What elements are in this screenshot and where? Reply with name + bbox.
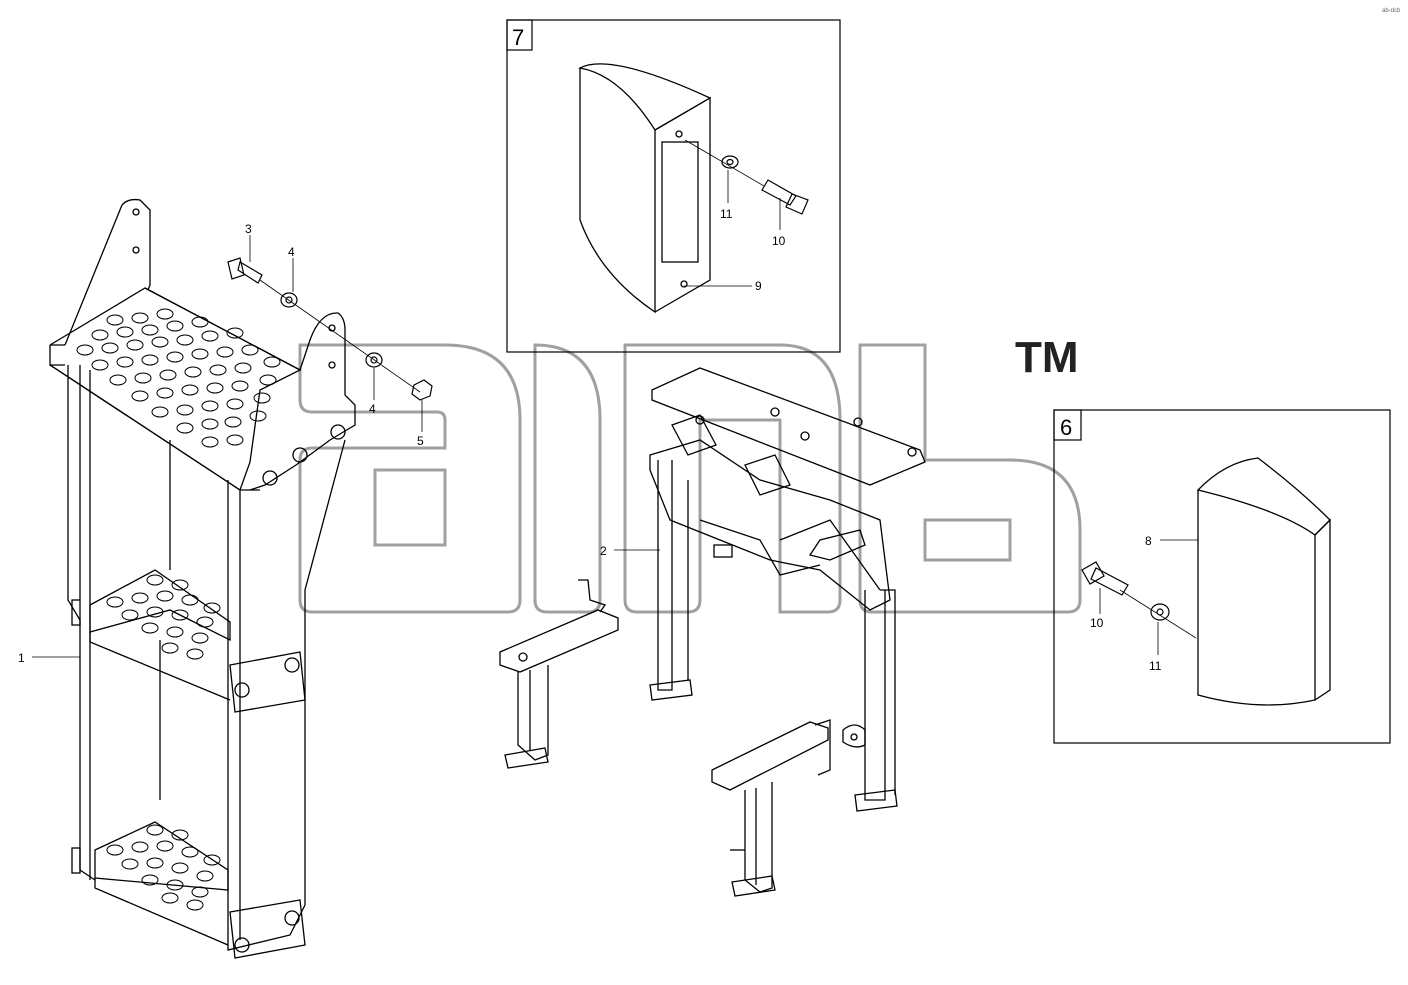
watermark-trademark: TM xyxy=(1015,333,1079,382)
nut-part-5 xyxy=(411,379,433,401)
bolt-part-10-b xyxy=(1081,561,1129,596)
washer-part-11-b xyxy=(1150,603,1170,621)
callout-10-box6: 10 xyxy=(1090,616,1104,630)
cover-shell-part-8 xyxy=(1196,457,1331,706)
callout-2: 2 xyxy=(600,544,607,558)
ladder-assembly-part-1 xyxy=(49,198,356,959)
callout-4-top: 4 xyxy=(288,245,295,259)
callout-box-6: 6 8 10 11 xyxy=(1053,409,1391,744)
watermark-logo xyxy=(298,343,1082,614)
callout-3: 3 xyxy=(245,222,252,236)
callout-11-top: 11 xyxy=(720,207,733,221)
callout-1: 1 xyxy=(18,651,25,665)
box-7-number: 7 xyxy=(512,25,524,50)
callout-9: 9 xyxy=(755,279,762,293)
callout-box-7: 7 11 10 9 xyxy=(506,19,841,353)
callout-4-bottom: 4 xyxy=(369,402,376,416)
step-bracket-right xyxy=(711,719,831,897)
frame-assembly-part-2 xyxy=(649,367,926,812)
step-bracket-left xyxy=(499,579,619,769)
callout-5: 5 xyxy=(417,434,424,448)
callout-8: 8 xyxy=(1145,534,1152,548)
bolt-part-3 xyxy=(227,257,263,284)
washer-part-4-bottom xyxy=(365,352,383,368)
washer-part-4-top xyxy=(280,292,298,308)
corner-mark: ab-dcb xyxy=(1382,8,1401,14)
callout-10-top: 10 xyxy=(772,234,786,248)
box-6-number: 6 xyxy=(1060,415,1072,440)
cover-shell-part-9 xyxy=(578,63,712,314)
callout-11-box6: 11 xyxy=(1149,659,1162,673)
bolt-part-10 xyxy=(761,179,809,215)
